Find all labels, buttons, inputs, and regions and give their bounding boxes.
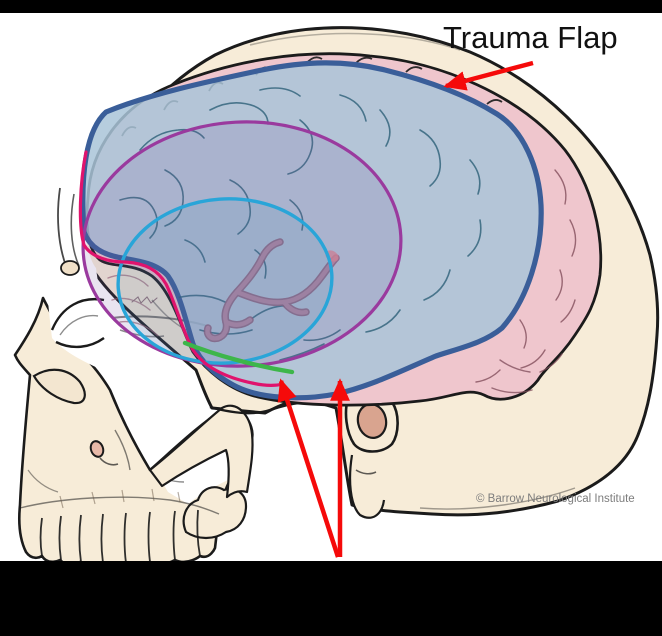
ear-canal [344, 391, 399, 519]
brain-temporal-details [107, 274, 159, 337]
green-line [182, 340, 295, 375]
teeth-lines [19, 496, 220, 564]
lower-arrow-left [277, 378, 341, 558]
temporal-fossa-white-gap [42, 178, 118, 368]
pink-incision-line [78, 150, 285, 387]
brain-sulci-right [475, 169, 577, 383]
trauma-flap-arrow [443, 60, 534, 91]
cerebellum-details [491, 353, 563, 394]
nasal-aperture [32, 368, 86, 405]
copyright-watermark: © Barrow Neurological Institute [476, 493, 635, 505]
trauma-flap-label: Trauma Flap [443, 20, 618, 55]
purple-ellipse-outline [81, 120, 403, 368]
annotation-arrows [277, 60, 534, 558]
cyan-ellipse-outline [116, 197, 334, 365]
letterbox-bar-bottom [0, 561, 662, 636]
infratemporal-white-gap [249, 429, 341, 558]
skull-inner-sketch-line [249, 32, 461, 51]
skull-base-bottom-sketch [419, 487, 576, 510]
letterbox-bar-top [0, 0, 662, 13]
tooth-root-streaks [59, 488, 181, 509]
